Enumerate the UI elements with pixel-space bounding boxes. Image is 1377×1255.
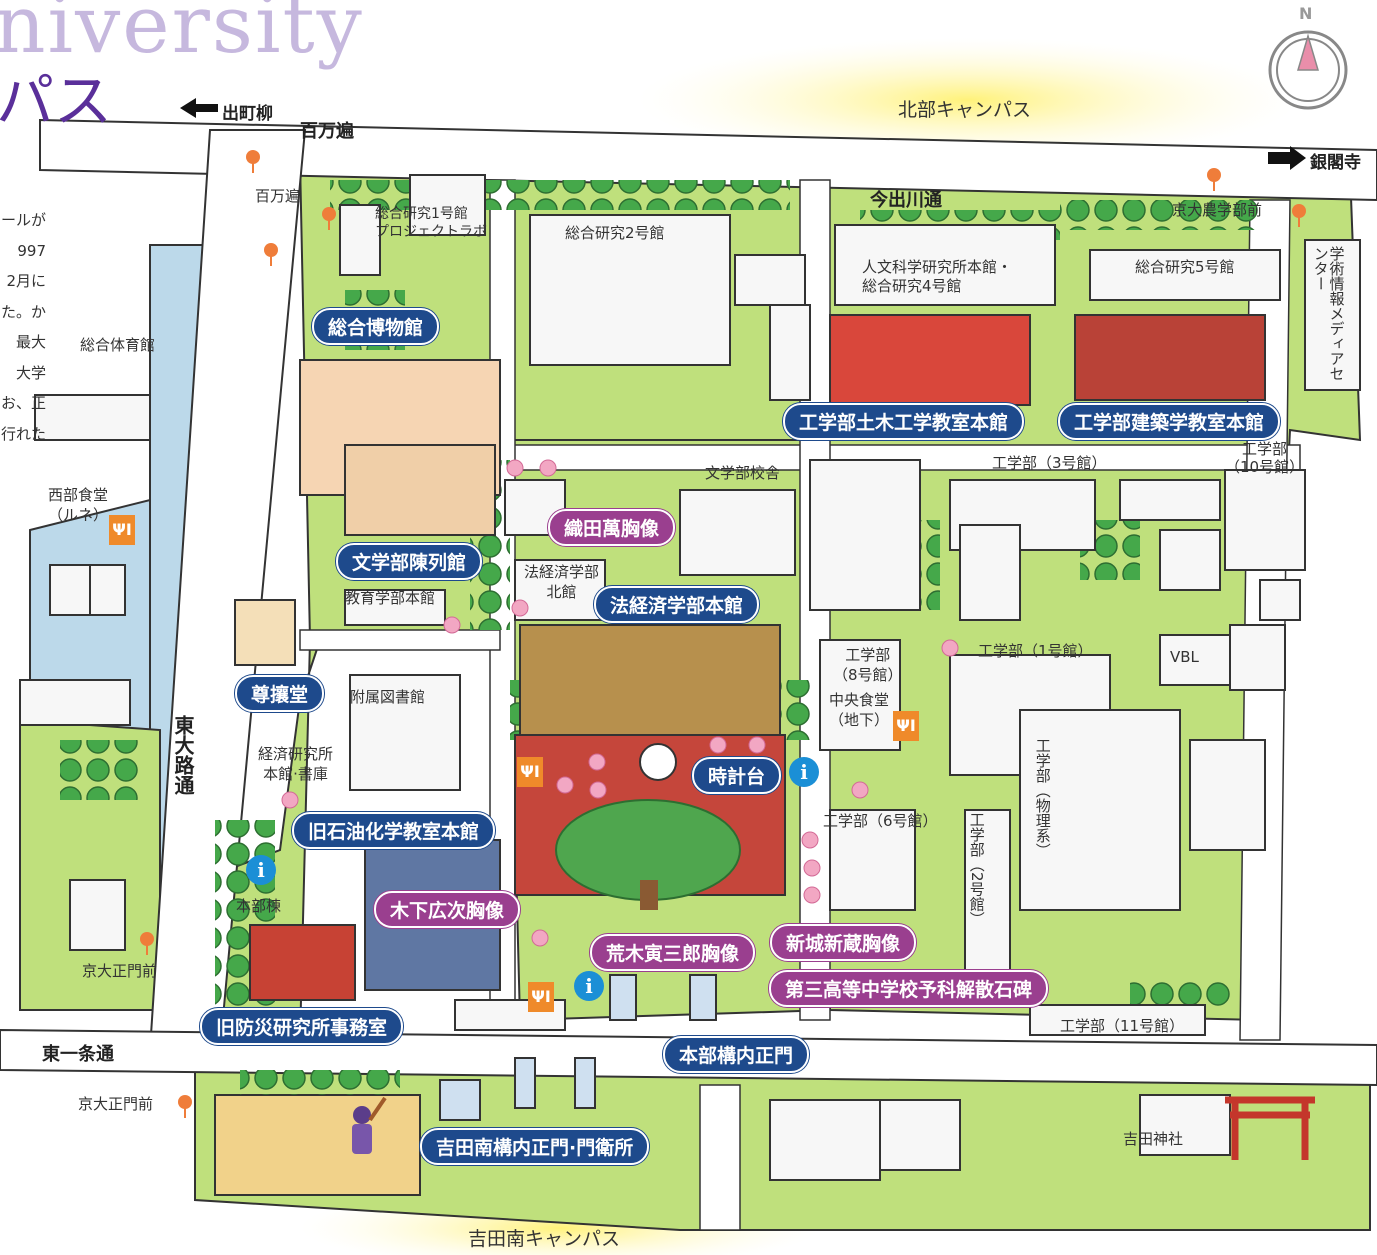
intro-line: た。か — [0, 302, 46, 321]
label-seibu-shokudo: 西部食堂 （ルネ） — [48, 486, 109, 524]
pill-doboku[interactable]: 工学部土木工学教室本館 — [783, 403, 1025, 440]
label-hokei-kitakan: 法経済学部 北館 — [524, 563, 600, 601]
label-media-center: 学術情報メディアセンター — [1311, 246, 1346, 381]
label-kogakubu-8: 工学部 （8号館） — [833, 646, 903, 684]
restaurant-icon[interactable]: ΨΙ — [893, 711, 919, 741]
pill-statue-nitobe[interactable]: 新城新蔵胸像 — [770, 924, 917, 961]
label-kogakubu-2: 工学部（2号館） — [967, 812, 986, 927]
buildings-white — [19, 174, 1361, 1181]
restaurant-icon[interactable]: ΨΙ — [517, 757, 543, 787]
label-kogakubu-3: 工学部（3号館） — [992, 454, 1107, 472]
label-sogo-kenkyu-5: 総合研究5号館 — [1135, 258, 1235, 276]
bus-stop-pin-icon — [140, 932, 154, 955]
bus-stop-pin-icon — [264, 243, 278, 266]
road-imadegawa: 今出川通 — [870, 190, 942, 211]
inner-road-6 — [699, 1084, 741, 1231]
pill-bosai[interactable]: 旧防災研究所事務室 — [200, 1008, 404, 1045]
bus-stop-pin-icon — [322, 207, 336, 230]
label-sogo-taiikukan: 総合体育館 — [80, 336, 156, 354]
label-kogakubu-butsuri: 工学部（物理系） — [1033, 738, 1052, 858]
pill-statue-daisan-koto[interactable]: 第三高等中学校予科解散石碑 — [769, 970, 1049, 1007]
direction-east-label: 銀閣寺 — [1310, 153, 1361, 173]
label-kogakubu-1: 工学部（1号館） — [978, 642, 1093, 660]
info-icon[interactable]: i — [246, 855, 276, 885]
bus-stop-pin-icon — [1207, 168, 1221, 191]
pill-honbu-seimon[interactable]: 本部構内正門 — [663, 1036, 810, 1073]
bus-stop-nogakubu: 京大農学部前 — [1172, 201, 1263, 219]
baseball-field — [214, 1094, 421, 1196]
intro-line: ールが — [0, 211, 46, 229]
intro-line: お、正 — [0, 394, 46, 412]
pill-kenchiku[interactable]: 工学部建築学教室本館 — [1058, 403, 1281, 440]
label-sogo-kenkyu-2: 総合研究2号館 — [565, 224, 665, 242]
label-keizai-kenkyusho: 経済研究所 本館·書庫 — [258, 745, 334, 783]
intro-line: 大学 — [15, 363, 46, 382]
label-honbu-to: 本部棟 — [236, 897, 282, 915]
label-fuzoku-toshokan: 附属図書館 — [350, 688, 426, 706]
compass-graphic — [1268, 30, 1348, 110]
label-vbl: VBL — [1170, 648, 1199, 666]
pill-sonjodo[interactable]: 尊攘堂 — [235, 675, 325, 712]
pill-sogo-hakubutsukan[interactable]: 総合博物館 — [312, 308, 440, 345]
pill-statue-oda[interactable]: 織田萬胸像 — [548, 509, 676, 546]
title-latin: niversity — [0, 0, 364, 71]
gate-structures — [439, 974, 717, 1121]
pill-tokeidai[interactable]: 時計台 — [692, 757, 782, 794]
label-bungakubu-kosha: 文学部校舎 — [705, 464, 781, 482]
label-kogakubu-11: 工学部（11号館） — [1060, 1017, 1185, 1035]
pill-hokeizai-honkan[interactable]: 法経済学部本館 — [594, 586, 760, 623]
intro-text: ールが 997 2月に た。か 最大 大学 お、正 行れた — [0, 205, 46, 449]
intro-line: 行れた — [0, 424, 46, 443]
road-higashioji: 東大路通 — [171, 715, 195, 795]
pill-yoshidaminami-seimon[interactable]: 吉田南構内正門·門衛所 — [420, 1128, 650, 1165]
restaurant-icon[interactable]: ΨΙ — [109, 515, 135, 545]
south-campus-label: 吉田南キャンパス — [468, 1228, 621, 1250]
restaurant-icon[interactable]: ΨΙ — [528, 982, 554, 1012]
label-kogakubu-6: 工学部（6号館） — [823, 812, 938, 830]
inner-road-5 — [299, 629, 501, 651]
bus-stop-pin-icon — [178, 1095, 192, 1118]
pill-statue-kinoshita[interactable]: 木下広次胸像 — [374, 891, 521, 928]
intro-line: 997 — [17, 241, 46, 260]
label-sogo-kenkyu-1: 総合研究1号館 プロジェクトラボ — [375, 206, 487, 240]
label-chuo-shokudo: 中央食堂 （地下） — [829, 691, 890, 729]
label-kogakubu-10: 工学部 （10号館） — [1225, 440, 1305, 476]
direction-west-label: 出町柳 — [222, 104, 273, 124]
bus-stop-seimon-1: 京大正門前 — [82, 962, 158, 980]
title-japanese: パス — [0, 67, 113, 135]
intro-line: 最大 — [15, 333, 46, 351]
label-yoshida-jinja: 吉田神社 — [1123, 1130, 1184, 1148]
label-jinbun: 人文科学研究所本館・ 総合研究4号館 — [862, 258, 1013, 295]
bus-stop-pin-icon — [1292, 204, 1306, 227]
bus-stop-pin-icon — [246, 150, 260, 173]
torii — [1225, 1096, 1315, 1160]
batter-figure — [352, 1096, 387, 1154]
bus-stop-seimon-2: 京大正門前 — [78, 1095, 154, 1113]
north-campus-glow — [638, 38, 1298, 162]
imadegawa-road — [39, 118, 1377, 202]
road-higashi-ichijo: 東一条通 — [42, 1044, 114, 1065]
pill-statue-araki[interactable]: 荒木寅三郎胸像 — [590, 934, 756, 971]
north-campus-label: 北部キャンパス — [898, 99, 1032, 121]
info-icon[interactable]: i — [789, 757, 819, 787]
arrow-west-shape — [180, 98, 218, 118]
arrow-east-shape — [1268, 146, 1306, 170]
pill-bungakubu-chinretsukan[interactable]: 文学部陳列館 — [336, 543, 483, 580]
intro-line: 2月に — [6, 272, 46, 290]
info-icon[interactable]: i — [574, 971, 604, 1001]
bus-stop-hyakumanben: 百万遍 — [255, 187, 301, 205]
pill-sekiyu-kagaku[interactable]: 旧石油化学教室本館 — [292, 812, 496, 849]
road-hyakumanben: 百万遍 — [300, 121, 354, 142]
compass-north-label: N — [1299, 4, 1313, 23]
cherry-blossoms — [281, 459, 959, 947]
label-kyoiku-honkan: 教育学部本館 — [345, 589, 436, 607]
